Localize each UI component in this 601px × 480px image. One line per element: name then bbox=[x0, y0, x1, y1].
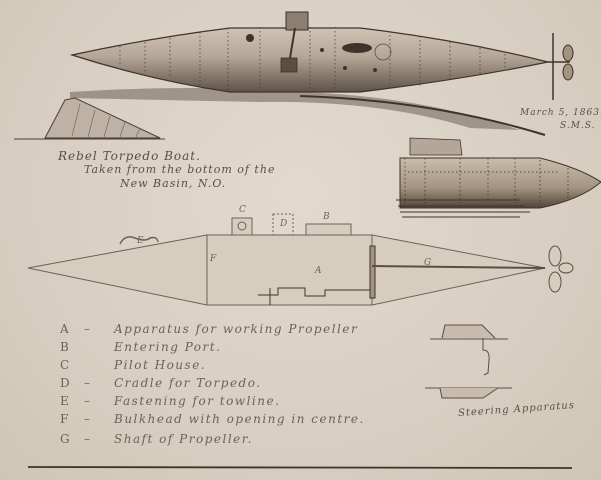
legend-text: Shaft of Propeller. bbox=[114, 432, 253, 446]
label-d: D bbox=[280, 219, 288, 229]
legend-key: F bbox=[60, 412, 70, 426]
legend-item-f: F–Bulkhead with opening in centre. bbox=[60, 412, 365, 426]
signature-date: March 5, 1863. bbox=[520, 108, 601, 118]
legend-key: A bbox=[60, 322, 71, 336]
legend-key: C bbox=[60, 358, 71, 372]
label-f: F bbox=[210, 254, 217, 264]
legend-key: E bbox=[60, 394, 71, 408]
legend-item-d: D–Cradle for Torpedo. bbox=[60, 376, 262, 390]
label-a: A bbox=[315, 266, 322, 276]
legend-item-g: G–Shaft of Propeller. bbox=[60, 432, 253, 446]
submarine-section-diagram bbox=[27, 213, 574, 306]
bottom-rule bbox=[27, 466, 573, 469]
label-b: B bbox=[323, 212, 330, 222]
legend-key: D bbox=[60, 376, 72, 390]
legend-text: Bulkhead with opening in centre. bbox=[114, 412, 365, 426]
legend-text: Pilot House. bbox=[114, 358, 207, 372]
legend-item-e: E–Fastening for towline. bbox=[60, 394, 281, 408]
title-caption-line-3: New Basin, N.O. bbox=[120, 177, 227, 190]
title-caption-line-1: Rebel Torpedo Boat. bbox=[58, 149, 201, 163]
legend-text: Apparatus for working Propeller bbox=[114, 322, 359, 336]
submarine-perspective-view bbox=[14, 11, 574, 140]
legend-text: Fastening for towline. bbox=[114, 394, 281, 408]
legend-item-b: B Entering Port. bbox=[60, 340, 221, 354]
label-e: E bbox=[137, 236, 144, 246]
legend-text: Cradle for Torpedo. bbox=[114, 376, 262, 390]
submarine-hull-detail-view bbox=[396, 137, 601, 218]
label-c: C bbox=[239, 205, 246, 215]
legend-item-a: A–Apparatus for working Propeller bbox=[60, 322, 359, 336]
signature-initials: S.M.S. bbox=[560, 121, 596, 131]
title-caption-line-2: Taken from the bottom of the bbox=[84, 163, 276, 176]
steering-apparatus-sketch bbox=[425, 324, 512, 399]
legend-key: G bbox=[60, 432, 72, 446]
legend-key: B bbox=[60, 340, 71, 354]
legend-text: Entering Port. bbox=[114, 340, 222, 354]
legend-item-c: C Pilot House. bbox=[60, 358, 206, 372]
label-g: G bbox=[424, 258, 432, 268]
